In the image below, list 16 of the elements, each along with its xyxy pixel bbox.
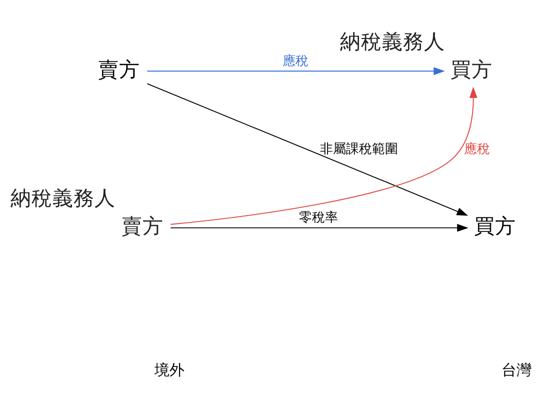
edge-label: 應稅 [282, 54, 308, 69]
edge-label: 非屬課稅範圍 [320, 142, 398, 157]
arrow [170, 86, 478, 225]
node-text: 買方 [474, 214, 516, 238]
node-label: 納稅義務人 [340, 29, 445, 54]
arrow [146, 67, 445, 76]
node-label: 納稅義務人 [10, 186, 116, 210]
arrow [146, 83, 468, 216]
label: 台灣 [502, 360, 532, 379]
node-text: 買方 [450, 57, 493, 82]
edge-label: 應稅 [464, 142, 490, 157]
edge-label: 零稅率 [299, 210, 338, 226]
node-text: 賣方 [121, 214, 164, 238]
arrow [170, 224, 468, 232]
label: 境外 [154, 360, 185, 379]
node-text: 賣方 [98, 57, 140, 82]
